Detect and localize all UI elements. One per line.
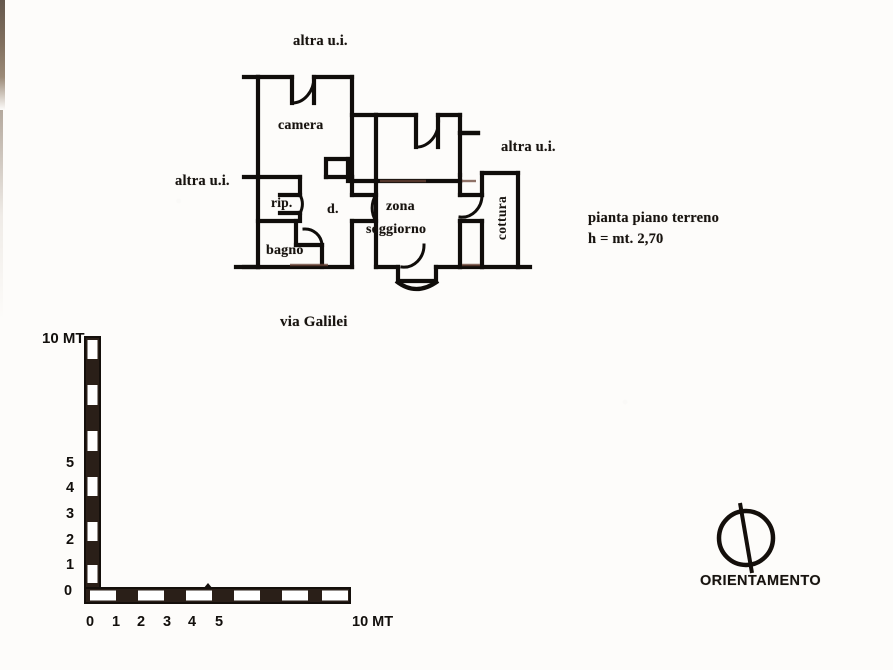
scale-bar-graphic [84, 336, 351, 604]
door-arc-rip [297, 192, 304, 216]
compass-circle [716, 508, 776, 568]
scale-horizontal-tick-1: 1 [112, 614, 121, 630]
wall-entry-bay [395, 264, 439, 284]
scale-horizontal-tick-3: 3 [163, 614, 172, 630]
scale-vertical-tick-3: 3 [66, 506, 75, 522]
room-label-cottura: cottura [494, 196, 509, 241]
note-line-2: h = mt. 2,70 [588, 231, 664, 247]
neighbor-label-top: altra u.i. [293, 33, 348, 49]
room-label-camera: camera [278, 118, 324, 133]
scale-bar-vertical [84, 336, 101, 594]
floor-plan-drawing [233, 74, 533, 292]
neighbor-label-left: altra u.i. [175, 173, 230, 189]
compass-label: ORIENTAMENTO [700, 573, 822, 589]
scale-vertical-tick-2: 2 [66, 532, 75, 548]
compass-needle-line [738, 502, 754, 574]
room-label-bagno: bagno [266, 243, 304, 258]
door-arc-cottura [458, 193, 484, 219]
scale-horizontal-tick-0: 0 [86, 614, 95, 630]
scan-artifact-edge [0, 0, 5, 110]
scale-vertical-tick-1: 1 [66, 557, 75, 573]
street-label: via Galilei [280, 314, 348, 330]
scale-horizontal-tick-4: 4 [188, 614, 197, 630]
room-label-disimpegno: d. [327, 202, 339, 217]
scale-vertical-tick-0: 0 [64, 583, 73, 599]
note-line-1: pianta piano terreno [588, 210, 720, 226]
scale-horizontal-tick-2: 2 [137, 614, 146, 630]
scan-artifact-edge-lower [0, 110, 3, 320]
scale-bar-horizontal [84, 583, 351, 604]
entry-bay-curve [394, 279, 440, 292]
scale-vertical-tick-5: 5 [66, 455, 75, 471]
door-arc-upper-right [414, 113, 441, 149]
scale-horizontal-end-label: 10 MT [352, 614, 394, 630]
door-arc-bagno [302, 227, 324, 247]
neighbor-label-right: altra u.i. [501, 139, 556, 155]
room-label-zona: zona [386, 199, 415, 214]
wall-d-north-a [323, 156, 351, 180]
orientation-compass-icon [716, 502, 776, 574]
door-arc-camera [290, 75, 316, 105]
door-arc-entrance [400, 243, 426, 269]
scale-vertical-top-label: 10 MT [42, 330, 85, 347]
scale-vertical-tick-4: 4 [66, 480, 75, 496]
room-label-soggiorno: soggiorno [366, 222, 427, 237]
room-label-rip: rip. [271, 195, 293, 210]
scale-horizontal-tick-5: 5 [215, 614, 224, 630]
